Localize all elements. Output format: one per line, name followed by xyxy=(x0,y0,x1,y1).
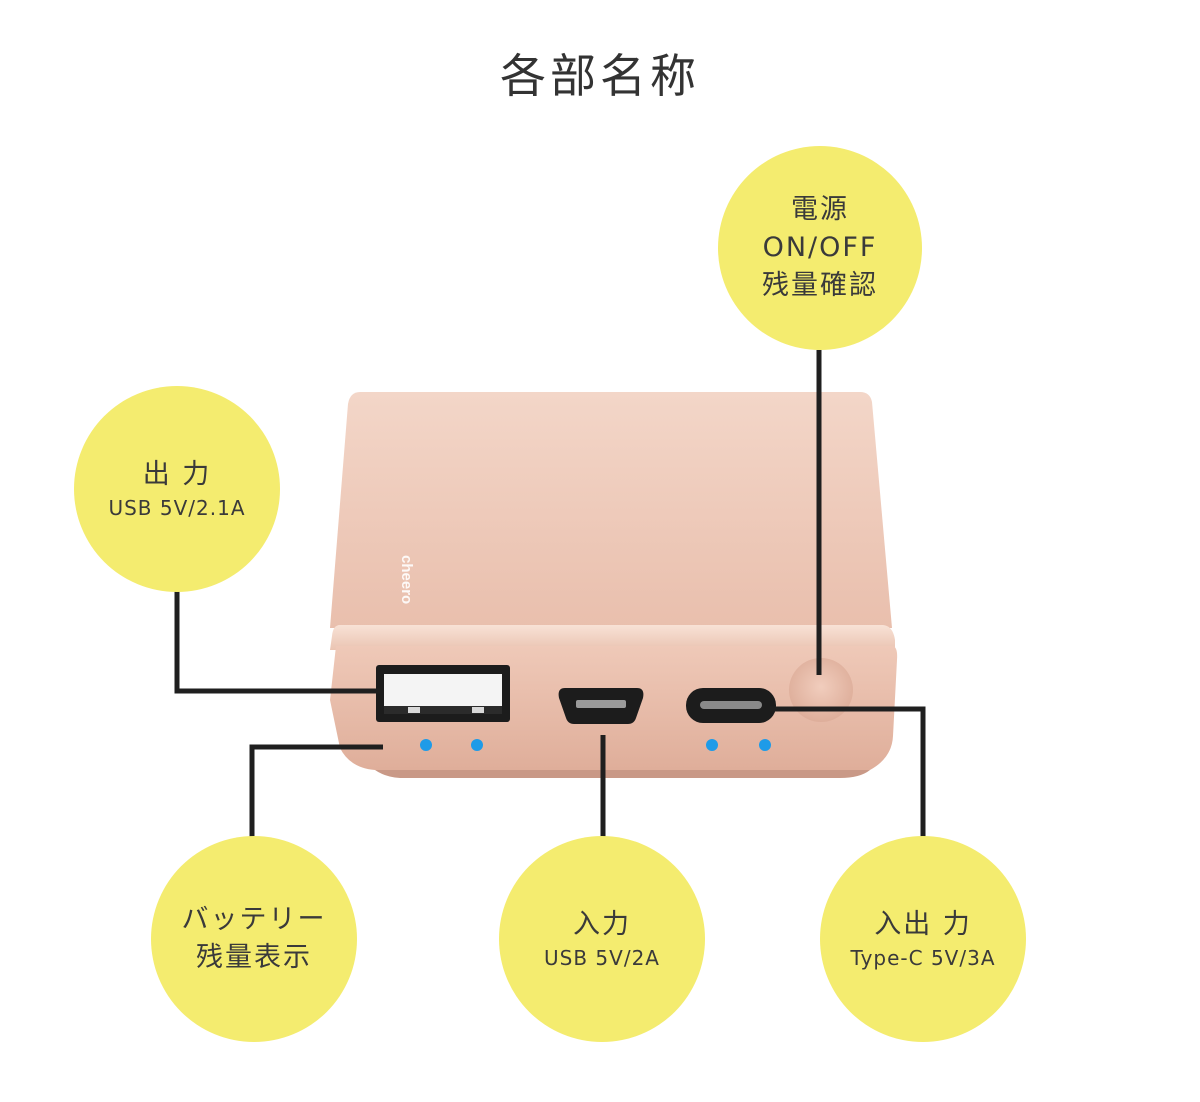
battery-label-line2: 残量表示 xyxy=(196,942,312,973)
led-indicator xyxy=(420,739,432,751)
type-c-port xyxy=(686,688,776,723)
battery-label-line1: バッテリー xyxy=(181,904,327,935)
power-bank-top-surface xyxy=(330,392,892,628)
label-bubble-battery: バッテリー 残量表示 xyxy=(151,836,357,1042)
power-bank-bevel-edge xyxy=(330,625,895,650)
leader-line-output xyxy=(174,590,380,694)
page-title: 各部名称 xyxy=(500,49,700,103)
power-label-line3: 残量確認 xyxy=(762,270,878,301)
typec-label-line1: 入出 力 xyxy=(874,909,972,940)
micro-usb-port xyxy=(558,688,644,724)
label-bubble-input-usb: 入力 USB 5V/2A xyxy=(499,836,705,1042)
power-bank-bottom-shadow xyxy=(375,770,870,778)
label-bubble-power: 電源 ON/OFF 残量確認 xyxy=(718,146,922,350)
output-usb-label-line2: USB 5V/2.1A xyxy=(108,496,246,520)
brand-logo: cheero xyxy=(398,555,415,604)
input-usb-label-line1: 入力 xyxy=(573,909,631,940)
led-indicator xyxy=(471,739,483,751)
label-bubble-output-usb: 出 力 USB 5V/2.1A xyxy=(74,386,280,592)
usb-a-port xyxy=(376,665,510,722)
leader-line-typec xyxy=(770,706,926,838)
power-button xyxy=(789,658,853,722)
power-label-line1: 電源 xyxy=(791,194,849,225)
typec-label-line2: Type-C 5V/3A xyxy=(850,946,996,970)
led-indicator xyxy=(759,739,771,751)
leader-line-battery xyxy=(249,744,383,838)
led-indicator xyxy=(706,739,718,751)
power-label-line2: ON/OFF xyxy=(762,232,878,263)
output-usb-label-line1: 出 力 xyxy=(142,459,212,490)
input-usb-label-line2: USB 5V/2A xyxy=(544,946,660,970)
label-bubble-typec: 入出 力 Type-C 5V/3A xyxy=(820,836,1026,1042)
